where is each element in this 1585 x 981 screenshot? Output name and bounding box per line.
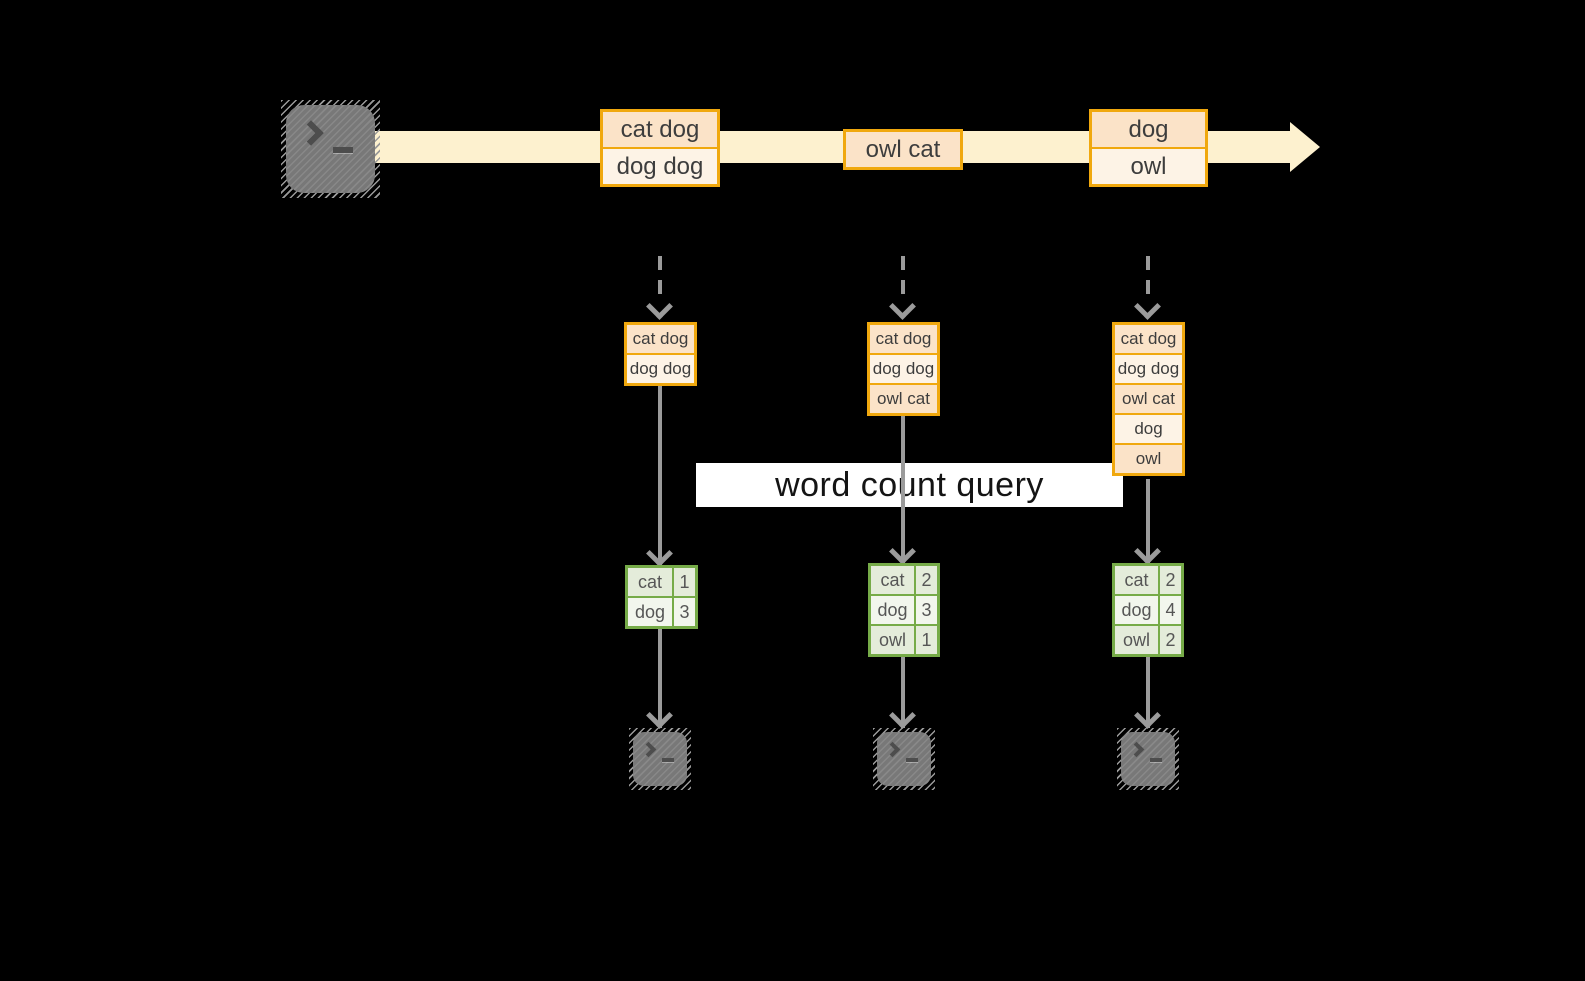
arrowhead-down-icon (1134, 538, 1161, 565)
count-table-3: cat 2 dog 4 owl 2 (1112, 563, 1184, 657)
table-row: cat 1 (628, 568, 695, 596)
arrowhead-down-icon (646, 702, 673, 729)
word-cell: dog (1115, 596, 1158, 624)
arrow-line (901, 415, 905, 563)
count-cell: 3 (672, 598, 695, 626)
stream-arrowhead-icon (1290, 122, 1320, 172)
batch-line: dog (1115, 413, 1182, 443)
table-row: dog 4 (1115, 594, 1181, 624)
message-line: dog (1092, 112, 1205, 147)
word-cell: cat (1115, 566, 1158, 594)
word-cell: cat (871, 566, 914, 594)
terminal-body (633, 732, 687, 786)
batch-line: owl cat (1115, 383, 1182, 413)
word-cell: owl (871, 626, 914, 654)
count-cell: 1 (672, 568, 695, 596)
batch-line: dog dog (870, 353, 937, 383)
count-table-1: cat 1 dog 3 (625, 565, 698, 629)
batch-line: cat dog (627, 325, 694, 353)
arrowhead-down-icon (1134, 702, 1161, 729)
batch-line: owl (1115, 443, 1182, 473)
dashed-arrow-line (658, 256, 662, 300)
word-cell: dog (628, 598, 672, 626)
table-row: dog 3 (628, 596, 695, 626)
arrow-line (658, 385, 662, 565)
arrowhead-down-icon (646, 540, 673, 567)
arrow-line (658, 628, 662, 728)
message-line: cat dog (603, 112, 717, 147)
count-cell: 2 (914, 566, 937, 594)
message-line: owl (1092, 147, 1205, 184)
query-label: word count query (696, 463, 1123, 507)
count-cell: 2 (1158, 626, 1181, 654)
arrow-line (1146, 657, 1150, 728)
arrowhead-down-icon (889, 538, 916, 565)
terminal-icon (629, 728, 691, 790)
batch-line: cat dog (1115, 325, 1182, 353)
dashed-arrow-line (901, 256, 905, 300)
table-row: owl 2 (1115, 624, 1181, 654)
word-cell: dog (871, 596, 914, 624)
batch-line: cat dog (870, 325, 937, 353)
arrowhead-down-icon (889, 293, 916, 320)
stream-message-1: cat dog dog dog (600, 109, 720, 187)
batch-line: dog dog (627, 353, 694, 383)
batch-line: dog dog (1115, 353, 1182, 383)
terminal-icon (281, 100, 380, 198)
prompt-underscore-icon (1150, 758, 1162, 762)
count-cell: 1 (914, 626, 937, 654)
arrowhead-down-icon (646, 293, 673, 320)
word-cell: cat (628, 568, 672, 596)
table-row: cat 2 (871, 566, 937, 594)
prompt-chevron-icon (298, 120, 324, 146)
table-row: cat 2 (1115, 566, 1181, 594)
terminal-body (1121, 732, 1175, 786)
count-table-2: cat 2 dog 3 owl 1 (868, 563, 940, 657)
prompt-underscore-icon (906, 758, 918, 762)
count-cell: 3 (914, 596, 937, 624)
stream-message-3: dog owl (1089, 109, 1208, 187)
arrowhead-down-icon (1134, 293, 1161, 320)
stream-message-2: owl cat (843, 129, 963, 170)
prompt-underscore-icon (333, 147, 353, 153)
table-row: owl 1 (871, 624, 937, 654)
terminal-body (877, 732, 931, 786)
terminal-icon (873, 728, 935, 790)
arrow-line (901, 657, 905, 728)
terminal-icon (1117, 728, 1179, 790)
batch-box-3: cat dog dog dog owl cat dog owl (1112, 322, 1185, 476)
word-cell: owl (1115, 626, 1158, 654)
table-row: dog 3 (871, 594, 937, 624)
batch-line: owl cat (870, 383, 937, 413)
arrowhead-down-icon (889, 702, 916, 729)
terminal-body (286, 105, 375, 193)
count-cell: 4 (1158, 596, 1181, 624)
prompt-chevron-icon (640, 741, 657, 758)
dashed-arrow-line (1146, 256, 1150, 300)
prompt-chevron-icon (884, 741, 901, 758)
prompt-underscore-icon (662, 758, 674, 762)
batch-box-1: cat dog dog dog (624, 322, 697, 386)
arrow-line (1146, 479, 1150, 563)
batch-box-2: cat dog dog dog owl cat (867, 322, 940, 416)
message-line: dog dog (603, 147, 717, 184)
message-line: owl cat (846, 132, 960, 167)
count-cell: 2 (1158, 566, 1181, 594)
prompt-chevron-icon (1128, 741, 1145, 758)
